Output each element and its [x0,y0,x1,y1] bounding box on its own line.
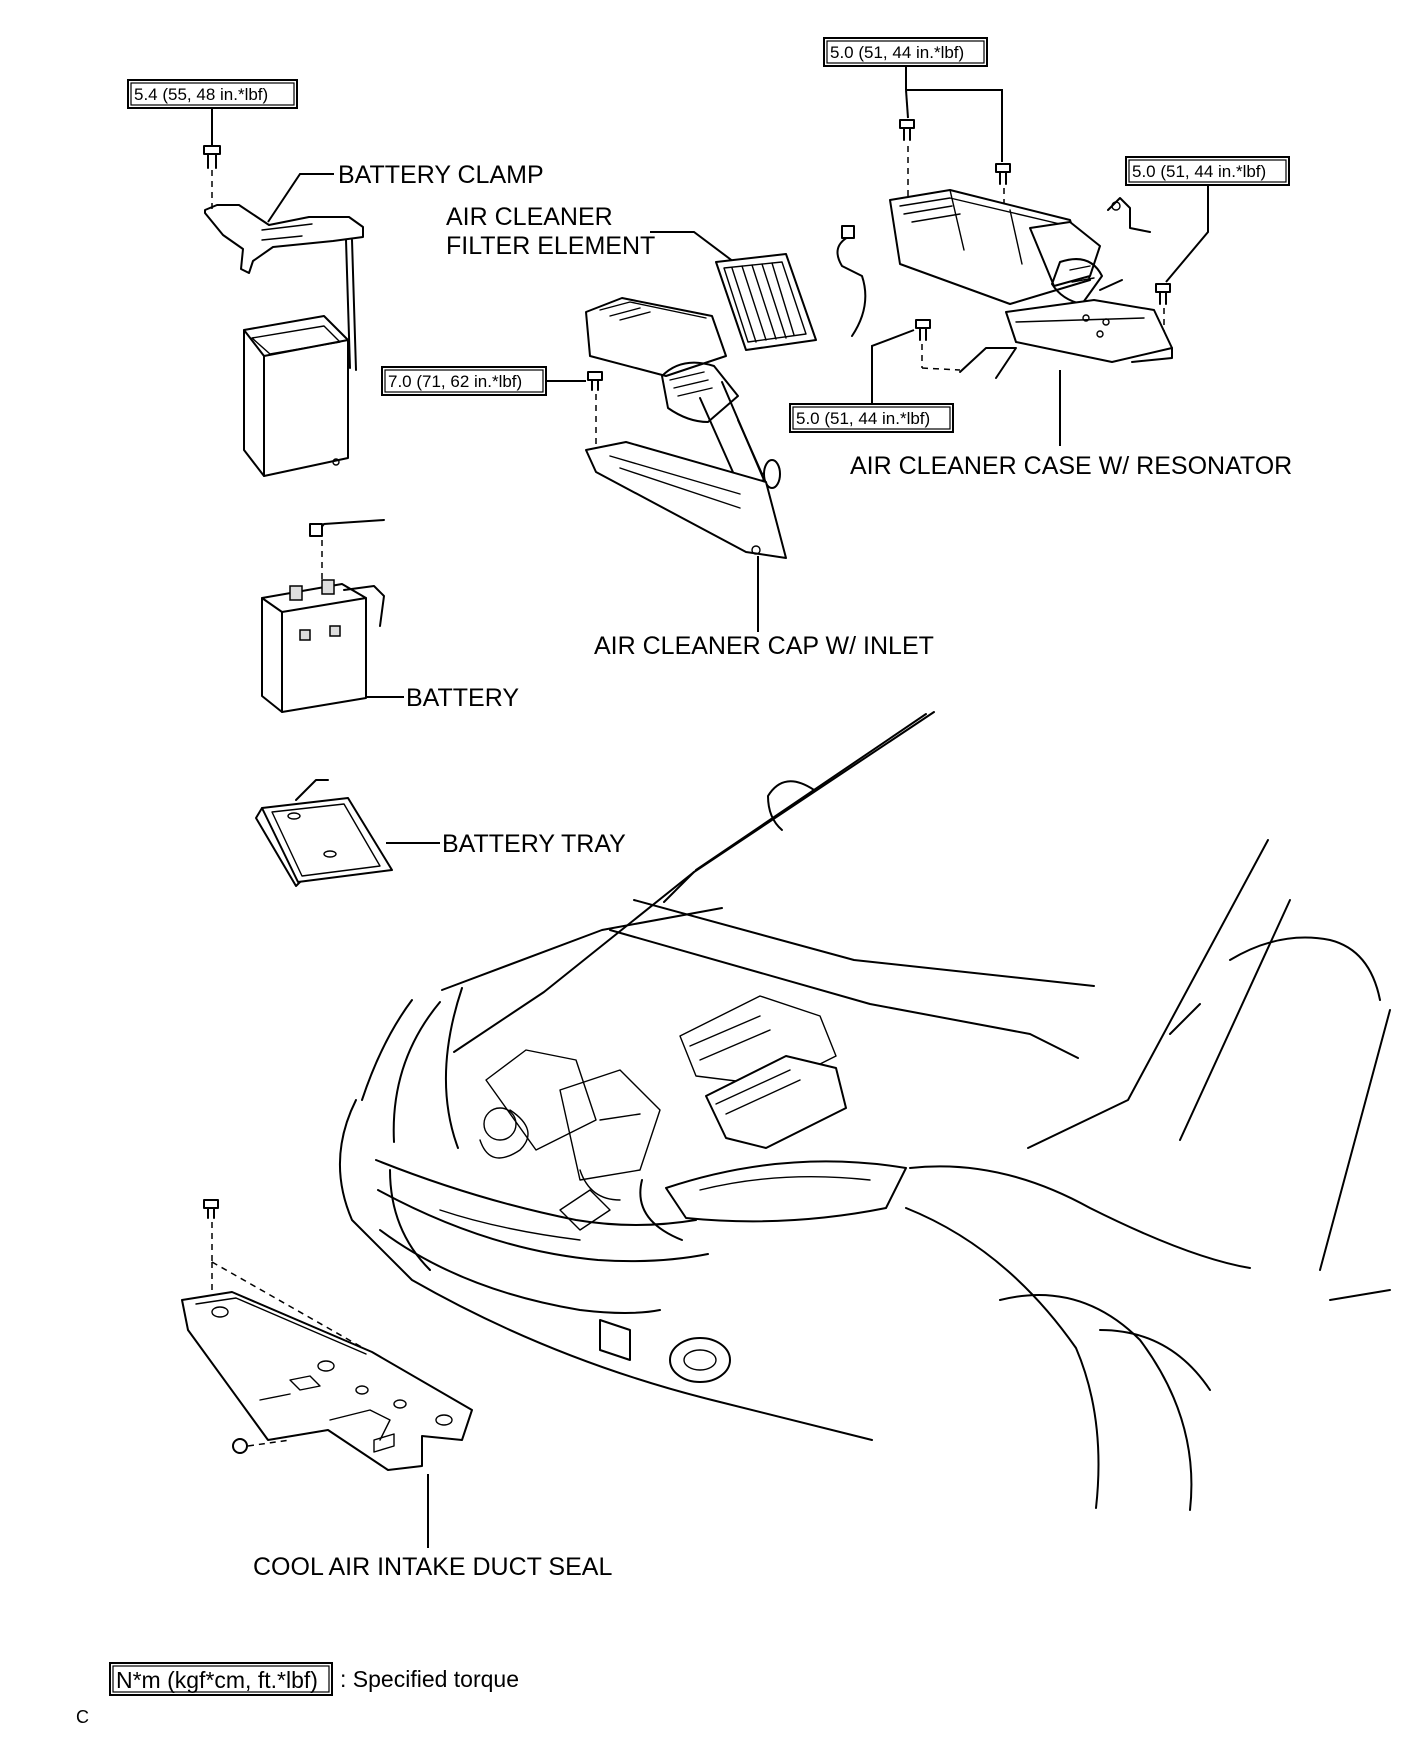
cool-air-intake-duct-seal-part [181,1291,473,1471]
cap-bolt-icon [587,371,603,391]
air-cleaner-case-label: AIR CLEANER CASE W/ RESONATOR [850,452,1292,480]
battery-clamp-label: BATTERY CLAMP [338,161,544,189]
battery-cable-part [309,519,385,537]
case-right-torque-box: 5.0 (51, 44 in.*lbf) [1125,156,1290,186]
air-cleaner-cap-label: AIR CLEANER CAP W/ INLET [594,632,934,660]
case-top-bolt-icon-1 [899,119,915,141]
case-bottom-bolt-icon [915,319,931,341]
duct-seal-clip-icon [203,1199,219,1219]
battery-tray-part [255,779,393,887]
duct-seal-clip-icon-2 [232,1438,248,1454]
case-top-torque-box: 5.0 (51, 44 in.*lbf) [823,37,988,67]
battery-clamp-bolt-icon [203,145,221,169]
cool-air-intake-duct-seal-label: COOL AIR INTAKE DUCT SEAL [253,1553,612,1581]
case-right-bolt-icon [1155,283,1171,305]
air-cleaner-case-part [836,189,1173,379]
case-top-bolt-icon-2 [995,163,1011,185]
page-mark: C [76,1707,89,1727]
battery-cover-part [243,315,349,477]
battery-tray-label: BATTERY TRAY [442,830,626,858]
torque-legend: N*m (kgf*cm, ft.*lbf) : Specified torque [109,1662,519,1696]
battery-part [261,579,385,713]
battery-clamp-part [204,204,364,371]
case-right-torque-text: 5.0 (51, 44 in.*lbf) [1132,162,1266,181]
cap-torque-box: 7.0 (71, 62 in.*lbf) [381,366,547,396]
case-bottom-torque-box: 5.0 (51, 44 in.*lbf) [789,403,954,433]
legend-unit-box-text: N*m (kgf*cm, ft.*lbf) [116,1667,318,1693]
case-bottom-torque-text: 5.0 (51, 44 in.*lbf) [796,409,930,428]
case-top-torque-text: 5.0 (51, 44 in.*lbf) [830,43,964,62]
air-cleaner-filter-element-part [715,253,817,351]
vehicle-outline [339,711,1391,1511]
air-cleaner-filter-label-line1: AIR CLEANER [446,203,613,231]
cap-torque-text: 7.0 (71, 62 in.*lbf) [388,372,522,391]
legend-description: : Specified torque [340,1666,519,1692]
battery-clamp-torque-text: 5.4 (55, 48 in.*lbf) [134,85,268,104]
battery-clamp-torque-box: 5.4 (55, 48 in.*lbf) [127,79,298,109]
air-cleaner-filter-label-line2: FILTER ELEMENT [446,232,655,260]
battery-label: BATTERY [406,684,519,712]
air-cleaner-cap-part [585,297,787,559]
